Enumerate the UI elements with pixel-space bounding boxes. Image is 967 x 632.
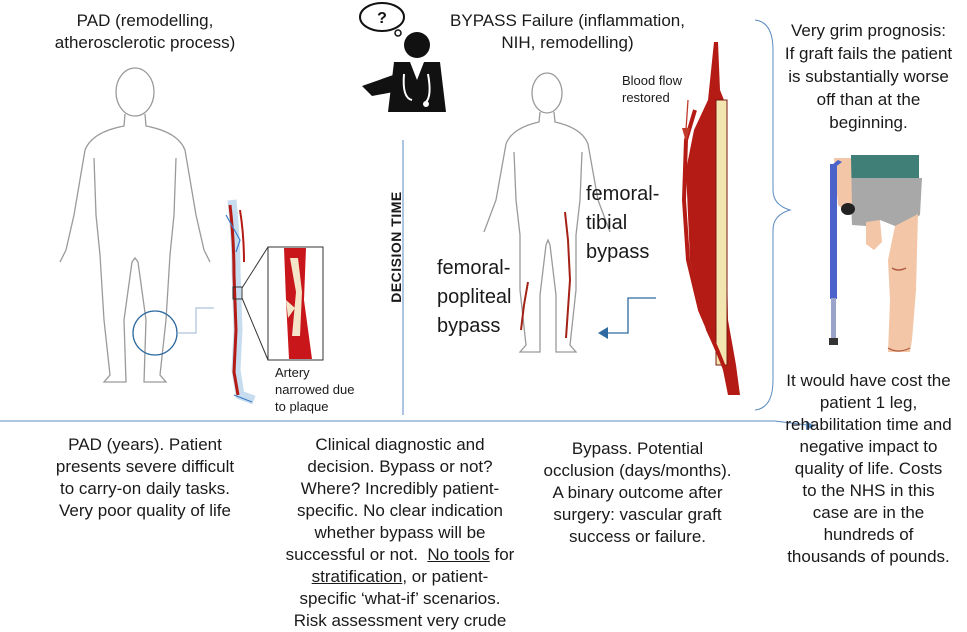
cost-line: rehabilitation time and xyxy=(785,415,952,434)
bypass-failure-title: BYPASS Failure (inflammation, NIH, remod… xyxy=(430,10,705,54)
pad-description: PAD (years). Patient presents severe dif… xyxy=(30,434,260,522)
cost-text: It would have cost the patient 1 leg, re… xyxy=(770,370,967,568)
leg-artery-icon xyxy=(225,199,269,405)
pad-description-line: Very poor quality of life xyxy=(59,501,231,520)
femoral-popliteal-label: femoral- popliteal bypass xyxy=(437,254,537,341)
cost-line: hundreds of xyxy=(823,525,914,544)
prognosis-line: off than at the xyxy=(816,90,921,109)
bypass-description-line: success or failure. xyxy=(569,527,706,546)
blood-flow-line: Blood flow xyxy=(622,73,682,88)
femoral-tibial-line: femoral- xyxy=(586,183,660,205)
femoral-popliteal-line: bypass xyxy=(437,315,501,337)
decision-line: stratification, or patient- xyxy=(265,566,535,588)
femoral-popliteal-line: femoral- xyxy=(437,257,511,279)
cost-line: case are in the xyxy=(812,503,925,522)
artery-caption-line: Artery xyxy=(275,365,310,380)
pointer-arrow xyxy=(607,297,656,334)
decision-line: decision. Bypass or not? xyxy=(307,457,493,476)
decision-line: specific. No clear indication xyxy=(297,501,503,520)
question-thought-bubble-icon: ? xyxy=(359,2,405,37)
decision-line: successful or not. No tools for xyxy=(265,544,535,566)
bypass-description-line: A binary outcome after xyxy=(552,483,723,502)
doctor-icon xyxy=(362,32,446,112)
artery-caption-line: narrowed due xyxy=(275,382,355,397)
artery-caption-line: to plaque xyxy=(275,399,329,414)
femoral-tibial-line: tibial xyxy=(586,212,628,234)
tibial-graft-line xyxy=(564,211,572,339)
femoral-popliteal-line: popliteal xyxy=(437,286,512,308)
blood-flow-line: restored xyxy=(622,90,670,105)
prognosis-line: beginning. xyxy=(829,113,908,132)
svg-text:?: ? xyxy=(377,10,387,27)
cost-line: to the NHS in this xyxy=(802,481,935,500)
blood-flow-arrow xyxy=(685,99,689,131)
popliteal-graft-line xyxy=(520,281,529,331)
prognosis-line: If graft fails the patient xyxy=(784,44,953,63)
decision-text: for xyxy=(489,545,515,564)
artery-zoom-box xyxy=(267,246,324,361)
decision-line: Risk assessment very crude xyxy=(293,611,507,630)
bypass-description-line: Bypass. Potential xyxy=(571,439,704,458)
cost-line: thousands of pounds. xyxy=(787,547,950,566)
human-body-outline-icon xyxy=(59,67,211,383)
timeline-axis xyxy=(0,140,816,430)
decision-text: successful or not. xyxy=(285,545,428,564)
pad-title: PAD (remodelling, atherosclerotic proces… xyxy=(40,10,250,54)
blood-flow-label: Blood flow restored xyxy=(622,72,702,106)
cost-line: negative impact to xyxy=(799,437,938,456)
cost-line: It would have cost the xyxy=(786,371,951,390)
bypass-description-line: surgery: vascular graft xyxy=(553,505,722,524)
stratification-emphasis: stratification xyxy=(311,567,403,586)
decision-line: Clinical diagnostic and xyxy=(315,435,485,454)
femoral-tibial-line: bypass xyxy=(586,241,650,263)
bypass-description-line: occlusion (days/months). xyxy=(543,461,732,480)
decision-line: Where? Incredibly patient- xyxy=(300,479,500,498)
brace-bracket xyxy=(754,19,792,411)
prognosis-line: is substantially worse xyxy=(788,67,949,86)
bypass-description: Bypass. Potential occlusion (days/months… xyxy=(530,438,745,548)
decision-line: specific ‘what-if’ scenarios. xyxy=(299,589,501,608)
prognosis-text: Very grim prognosis: If graft fails the … xyxy=(770,19,967,134)
pad-title-line: PAD (remodelling, xyxy=(76,11,214,30)
artery-caption: Artery narrowed due to plaque xyxy=(275,364,385,415)
pad-description-line: to carry-on daily tasks. xyxy=(59,479,231,498)
pad-title-line: atherosclerotic process) xyxy=(54,33,236,52)
pad-description-line: PAD (years). Patient xyxy=(68,435,222,454)
no-tools-emphasis: No tools xyxy=(427,545,490,564)
human-body-outline-icon xyxy=(483,72,611,353)
zoom-circle xyxy=(132,310,178,356)
cost-line: quality of life. Costs xyxy=(794,459,943,478)
cost-line: patient 1 leg, xyxy=(819,393,918,412)
prognosis-line: Very grim prognosis: xyxy=(791,21,946,40)
pad-description-line: presents severe difficult xyxy=(55,457,235,476)
decision-time-label: DECISION TIME xyxy=(388,191,404,303)
crutch-icon xyxy=(829,160,842,345)
decision-description: Clinical diagnostic and decision. Bypass… xyxy=(265,434,535,632)
bypass-title-line: BYPASS Failure (inflammation, xyxy=(450,11,685,30)
decision-line: whether bypass will be xyxy=(314,523,486,542)
amputee-leg-icon xyxy=(834,155,922,352)
bypass-title-line: NIH, remodelling) xyxy=(501,33,634,52)
femoral-tibial-label: femoral- tibial bypass xyxy=(586,180,676,267)
decision-text: , or patient- xyxy=(402,567,489,586)
